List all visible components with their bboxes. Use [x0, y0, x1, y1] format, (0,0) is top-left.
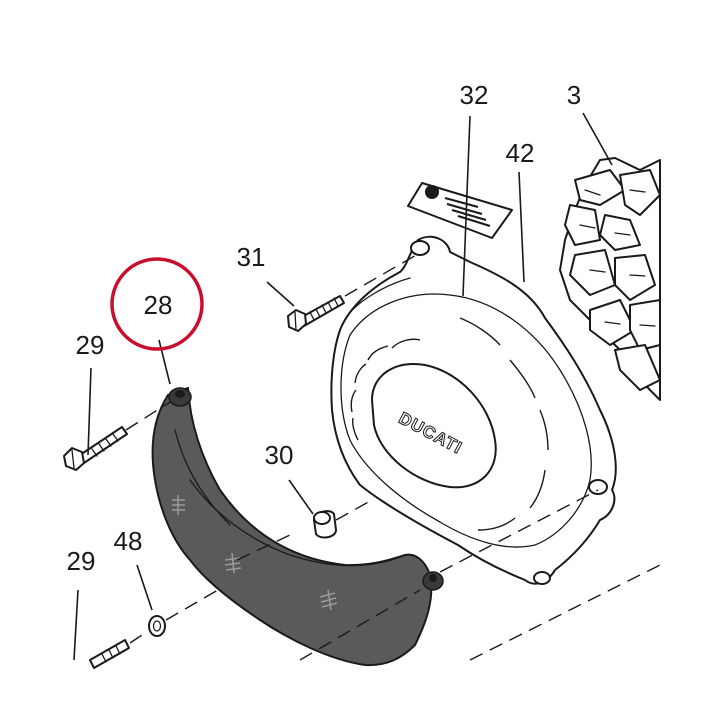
callout-32: 32: [460, 80, 489, 110]
callout-31: 31: [237, 242, 266, 272]
assembly-axis-lines: [125, 253, 661, 661]
guard-part-28: [151, 387, 444, 667]
callout-30: 30: [265, 440, 294, 470]
callout-29-lower: 29: [67, 546, 96, 576]
callout-29-upper: 29: [76, 330, 105, 360]
washer-part-48: [148, 615, 166, 637]
spacer-bush-part-30: [313, 510, 337, 539]
callout-48: 48: [114, 526, 143, 556]
highlight-ring: [110, 257, 204, 351]
bolt-part-29-lower: [89, 639, 130, 669]
leader-lines: [73, 112, 613, 661]
bolt-part-29-upper: [63, 426, 128, 471]
label-sticker-part-32: [407, 182, 513, 239]
callout-28: 28: [144, 290, 173, 320]
callout-3: 3: [567, 80, 581, 110]
alternator-cover-part-42: DUCATI: [330, 235, 617, 585]
clutch-plates-part-3: [559, 157, 661, 401]
callout-42: 42: [506, 138, 535, 168]
bolt-part-31: [287, 295, 345, 332]
callout-labels: 3 32 42 31 28 29 30 48 29: [67, 80, 582, 576]
